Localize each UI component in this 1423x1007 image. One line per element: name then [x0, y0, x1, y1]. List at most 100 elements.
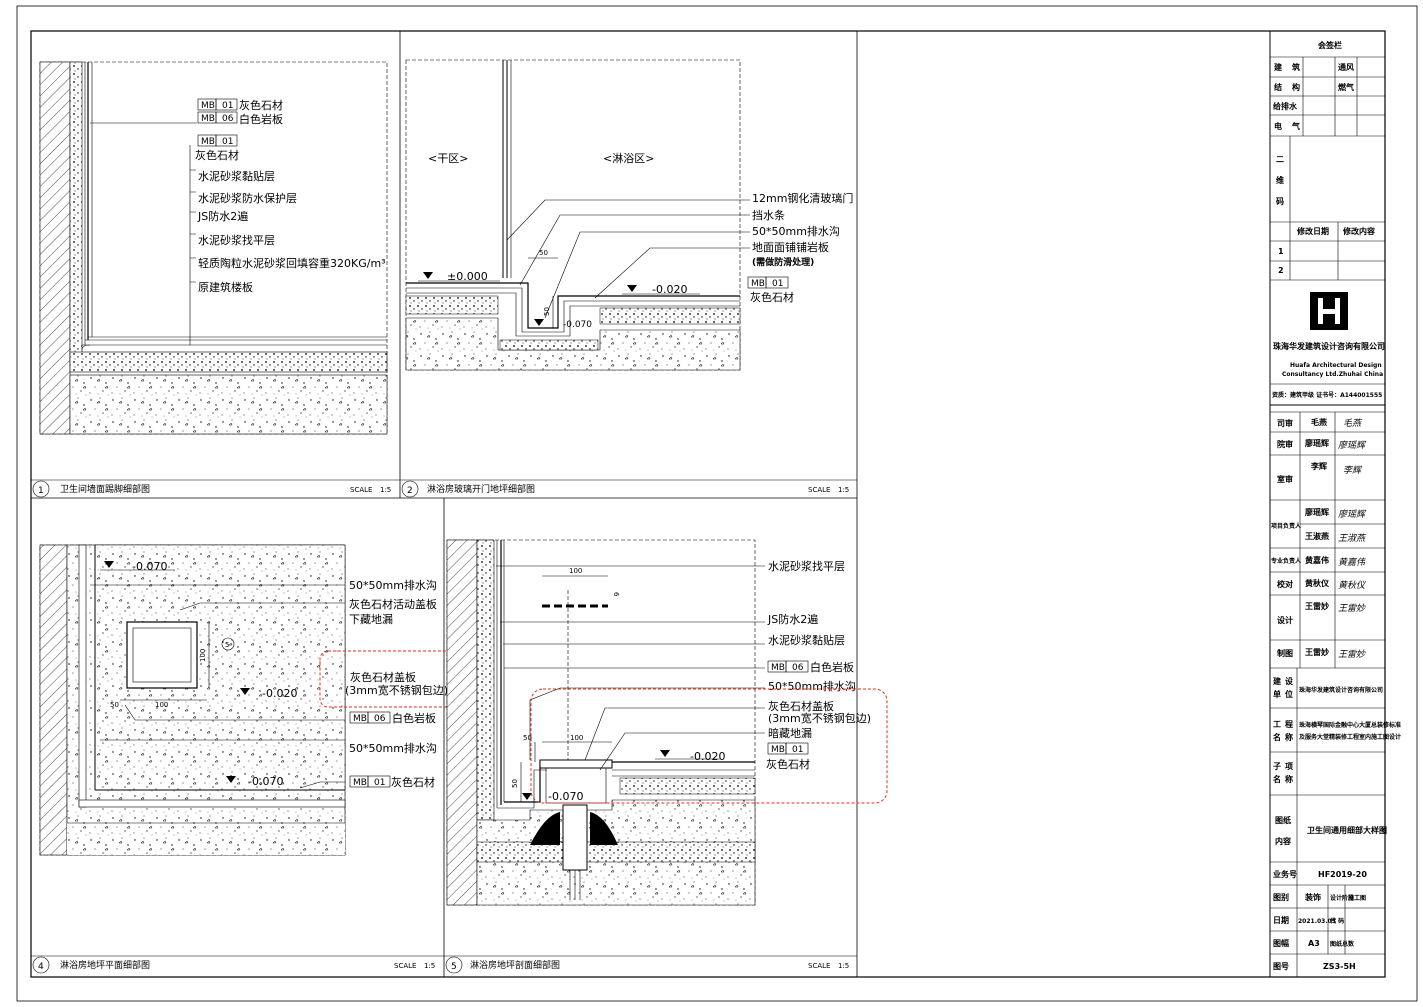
signature: 廖瑶辉	[1338, 509, 1367, 520]
mb-tag: MB	[353, 778, 367, 788]
callout-label: 轻质陶粒水泥砂浆回填容重320KG/m³	[198, 256, 386, 270]
field-label: 设	[1285, 676, 1293, 686]
client-name: 珠海华发建筑设计咨询有限公司	[1299, 686, 1383, 694]
callout-label: 灰色石材	[750, 290, 794, 304]
field-label: 内容	[1275, 836, 1291, 846]
job-number: HF2019-20	[1318, 870, 1367, 879]
field-label: 项	[1285, 762, 1293, 771]
detail-number: 4	[38, 962, 44, 972]
role-label: 校对	[1277, 579, 1293, 589]
field-label: 称	[1285, 732, 1293, 742]
design-stage: 施工图	[1348, 894, 1366, 902]
revision-header: 修改日期	[1296, 226, 1329, 236]
mb-tag-no: 01	[374, 778, 385, 788]
discipline: 给排水	[1273, 101, 1298, 111]
detail-number: 1	[38, 486, 44, 496]
field-label: 图号	[1273, 962, 1289, 971]
sheet-outer-frame	[16, 5, 1418, 1002]
discipline: 通风	[1338, 62, 1354, 72]
mb-tag: MB	[771, 663, 785, 673]
mb-tag: MB	[353, 714, 367, 724]
callout-label: 地面面铺铺岩板	[752, 240, 829, 254]
role-label: 设计	[1277, 615, 1293, 625]
callout-label: 灰色石材盖板	[768, 699, 834, 713]
dimension: 50	[511, 779, 519, 788]
detail-2: <干区> <淋浴区> ±0.000 -0.020 -0.070 50 50 12…	[400, 59, 857, 498]
signature: 毛燕	[1343, 418, 1363, 429]
field-label: 业务号	[1273, 869, 1297, 879]
field-label: 日期	[1273, 915, 1289, 925]
dimension: 100	[199, 649, 207, 662]
callout-label: 水泥砂浆找平层	[198, 233, 275, 247]
mb-tag-no: 01	[222, 137, 233, 147]
field-label: 建	[1272, 676, 1282, 686]
mb-tag-no: 06	[792, 663, 804, 673]
role-label: 院审	[1277, 439, 1293, 449]
callout-label: 灰色石材	[766, 757, 810, 771]
callout-note: (3mm宽不锈钢包边)	[768, 711, 871, 725]
revision-cloud	[319, 650, 454, 708]
role-name: 王雷妙	[1305, 601, 1329, 611]
callout-label: 暗藏地漏	[768, 726, 812, 740]
detail-title: 淋浴房地坪平面细部图	[60, 959, 150, 971]
scale-label: SCALE	[350, 486, 372, 494]
company-name-en: Huafa Architectural Design	[1290, 362, 1382, 369]
level-marker: -0.070	[132, 560, 167, 573]
qr-label: 码	[1276, 197, 1284, 206]
dimension: 50	[523, 734, 532, 742]
role-label: 项目负责人	[1271, 522, 1302, 530]
field-label: 名	[1273, 774, 1281, 784]
title-block: 会签栏 建 筑 结 构 给排水 电 气 通风 燃气 二 维 码 修改日期 修改内…	[1270, 40, 1401, 977]
scale-label: SCALE	[808, 962, 830, 970]
revision-cloud	[530, 688, 888, 804]
callout-label: 50*50mm排水沟	[768, 679, 856, 693]
role-name: 黄秋仪	[1305, 578, 1330, 588]
qr-label: 维	[1276, 175, 1284, 185]
role-label: 室审	[1277, 474, 1293, 484]
qualification: 资质：建筑甲级 证书号：A144001555	[1272, 391, 1382, 399]
level-marker: -0.070	[548, 790, 583, 803]
mb-tag-no: 06	[222, 114, 234, 124]
slope-marker: 5	[225, 641, 229, 649]
discipline: 电	[1274, 121, 1282, 131]
detail-number: 5	[451, 962, 457, 972]
drawing-type: 装饰	[1304, 892, 1321, 902]
callout-label: 灰色石材	[239, 98, 283, 112]
sheet-inner-frame	[30, 30, 1386, 978]
role-name: 李辉	[1310, 461, 1327, 471]
drawing-date: 2021.03.05	[1298, 918, 1336, 925]
role-name: 廖瑶辉	[1305, 438, 1329, 448]
discipline: 燃气	[1338, 82, 1354, 92]
level-marker: -0.070	[248, 775, 283, 788]
signature: 黄嘉伟	[1338, 557, 1366, 568]
discipline: 构	[1292, 82, 1300, 92]
field-label: 位	[1285, 689, 1293, 699]
callout-label: 白色岩板	[392, 711, 436, 725]
callout-label: 水泥砂浆黏贴层	[768, 633, 845, 647]
scale-value: 1:5	[838, 962, 849, 970]
project-name: 及服务大堂精装修工程室内施工图设计	[1299, 733, 1401, 741]
zone-label: <淋浴区>	[603, 152, 654, 165]
role-label: 专业负责人	[1271, 557, 1302, 565]
revision-header: 修改内容	[1342, 226, 1375, 236]
signature: 黄秋仪	[1338, 580, 1366, 591]
revision-row: 2	[1278, 266, 1284, 275]
scale-value: 1:5	[838, 486, 849, 494]
detail-title: 淋浴房玻璃开门地坪细部图	[427, 483, 535, 495]
detail-4: 50 100 100 5 -0.070 -0.020 -0.070 50*50m…	[31, 544, 454, 974]
field-label: 设计阶段	[1330, 894, 1354, 902]
signature: 王雷妙	[1338, 649, 1366, 660]
field-label: 图幅	[1273, 938, 1289, 948]
field-label: 单	[1273, 689, 1281, 699]
callout-label: 灰色石材盖板	[350, 670, 416, 684]
sheet-number: ZS3-5H	[1323, 962, 1356, 971]
detail-number: 2	[407, 486, 413, 496]
callout-label: 灰色石材	[391, 775, 435, 789]
callout-label: 50*50mm排水沟	[349, 741, 437, 755]
callout-label: 12mm钢化清玻璃门	[752, 191, 853, 205]
role-name: 廖瑶辉	[1305, 507, 1329, 517]
mb-tag: MB	[201, 101, 215, 111]
mb-tag: MB	[771, 745, 785, 755]
scale-value: 1:5	[424, 962, 435, 970]
